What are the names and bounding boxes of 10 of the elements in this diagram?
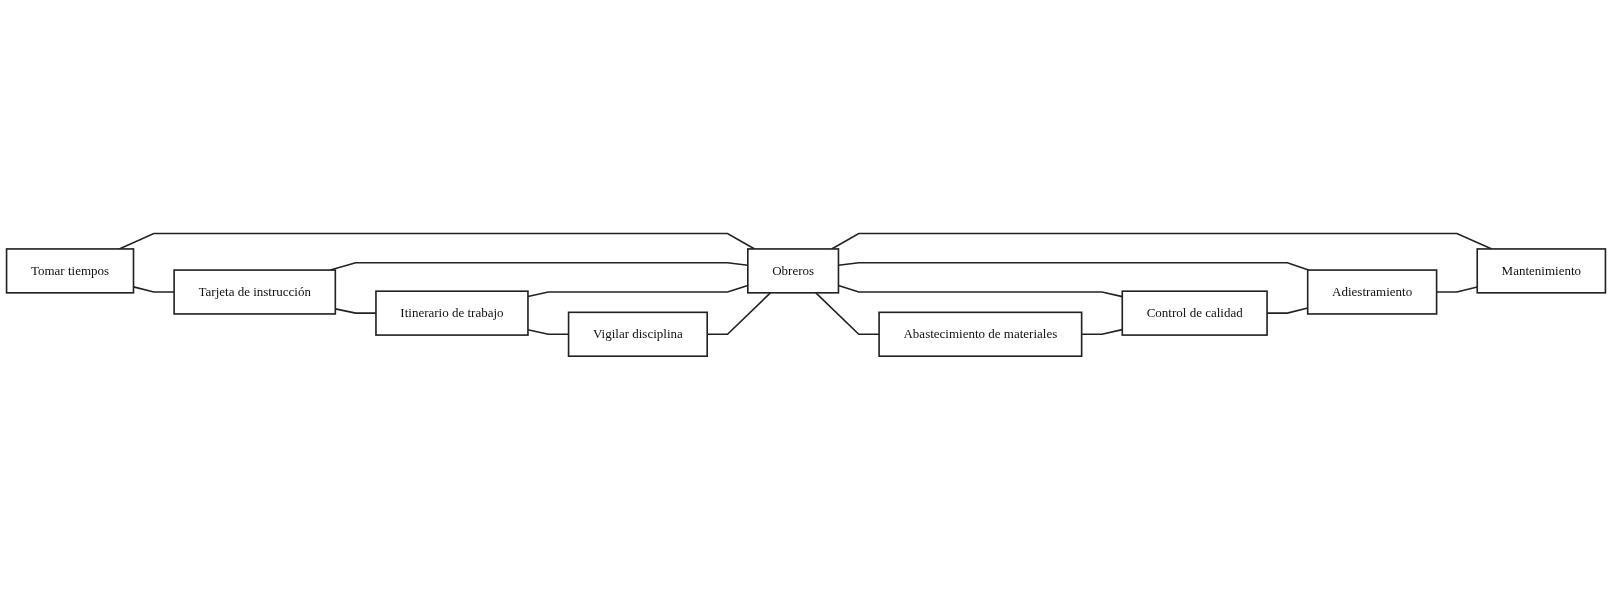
node-box: Control de calidad: [1121, 290, 1268, 336]
node-box: Mantenimiento: [1476, 247, 1607, 294]
node-box: Abastecimiento de materiales: [878, 311, 1083, 357]
connector: [815, 291, 880, 335]
node-box: Tomar tiempos: [5, 247, 135, 294]
node-box: Adiestramiento: [1306, 268, 1438, 315]
node-box: Tarjeta de instrucción: [173, 268, 337, 315]
node-box: Vigilar disciplina: [567, 311, 708, 357]
node-box: Itinerario de trabajo: [375, 290, 529, 336]
node-box: Obreros: [747, 247, 840, 294]
